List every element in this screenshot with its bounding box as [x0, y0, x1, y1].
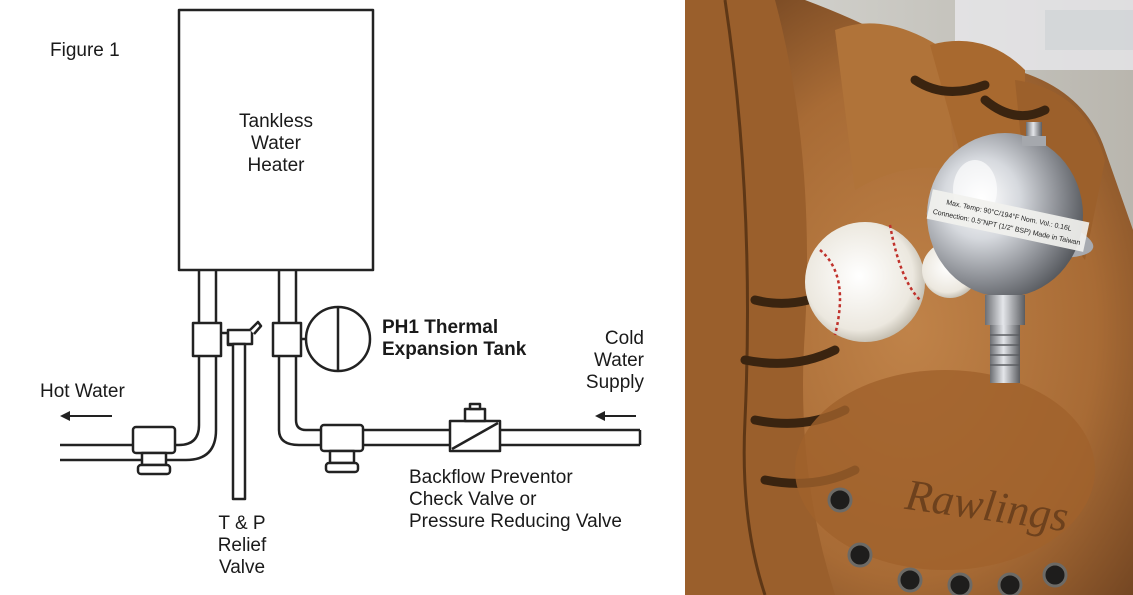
relief-valve-label: T & P Relief Valve	[217, 513, 267, 578]
cold-pipe-inner	[277, 270, 640, 447]
relief-valve-body	[226, 328, 254, 346]
heater-label: Tankless Water Heater	[239, 111, 313, 176]
expansion-tank-label: PH1 Thermal Expansion Tank	[382, 317, 527, 360]
product-photo: Rawlings	[685, 0, 1133, 595]
hot-ball-valve	[131, 425, 177, 455]
backflow-label: Backflow Preventor Check Valve or Pressu…	[409, 467, 622, 532]
diagram-drawing	[60, 8, 642, 501]
hot-pipe-inner	[60, 270, 218, 462]
cold-water-label: Cold Water Supply	[585, 328, 644, 393]
plumbing-diagram: Figure 1 Tankless Water Heater PH1 Therm…	[40, 8, 644, 578]
tank-label-band	[926, 189, 1090, 252]
glove-photo-illustration: Rawlings	[685, 0, 1133, 595]
cold-ball-valve	[319, 423, 365, 453]
baseball	[805, 222, 925, 342]
figure-label: Figure 1	[50, 40, 120, 61]
cold-pipe-outer	[294, 270, 640, 432]
cold-tee	[271, 321, 303, 358]
hot-pipe-outer	[60, 270, 201, 447]
hot-water-label: Hot Water	[40, 381, 125, 402]
tankless-heater-box	[177, 8, 375, 272]
hot-tee	[191, 321, 223, 358]
relief-drain-pipe	[231, 342, 247, 501]
